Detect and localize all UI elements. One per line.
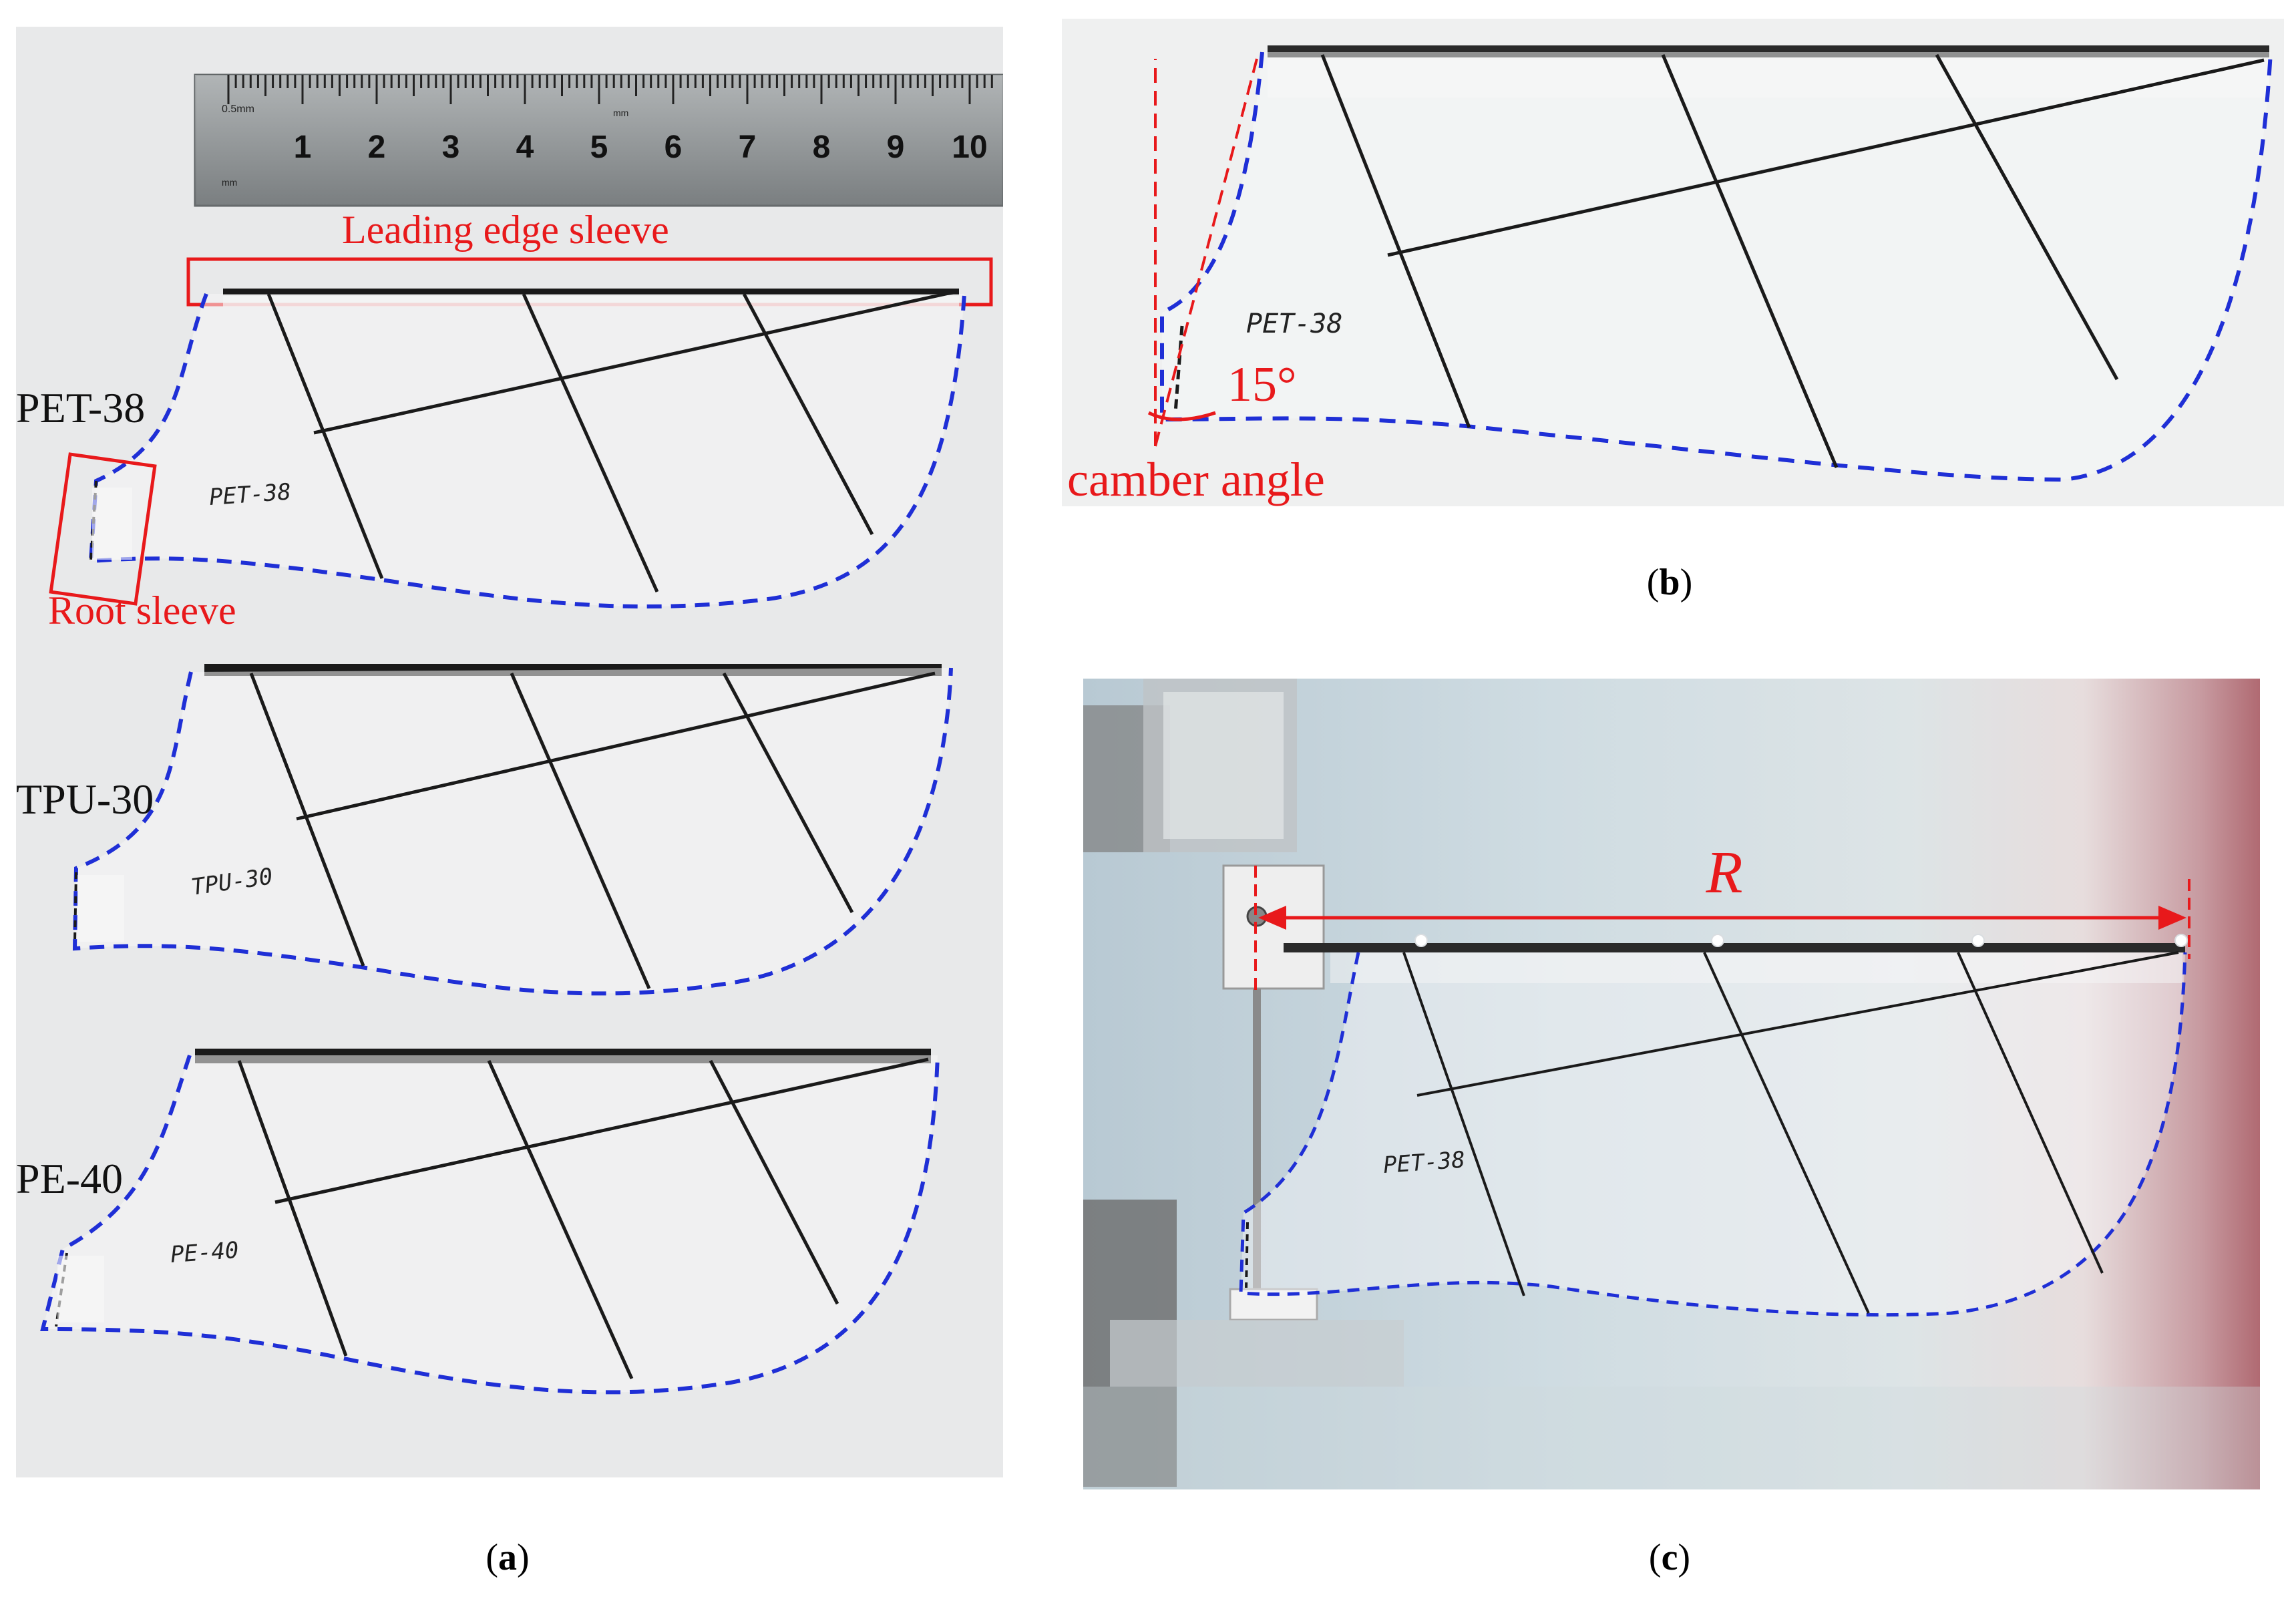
ruler-number: 6	[664, 130, 683, 165]
root-sleeve-label: Root sleeve	[48, 588, 236, 633]
wing-pet-38	[88, 289, 966, 609]
caption-a: (a)	[486, 1537, 530, 1578]
wing-label-pet-38: PET-38	[16, 384, 145, 431]
root-sleeve-box	[49, 452, 157, 606]
ruler-mm-label-2: mm	[222, 177, 237, 188]
caption-c-letter: c	[1661, 1537, 1678, 1578]
ruler-number: 1	[294, 130, 312, 165]
ruler-number: 4	[516, 130, 534, 165]
wing-label-pe-40: PE-40	[16, 1155, 123, 1202]
ruler-mm-label: mm	[613, 108, 628, 118]
panel-a-photo: 0.5mm mm mm 1 2 3 4 5 6 7 8 9 10 Leading edge sle…	[16, 27, 1003, 1477]
caption-b: (b)	[1646, 562, 1693, 603]
wing-pet-38-camber	[1160, 45, 2273, 482]
ruler-number: 3	[442, 130, 460, 165]
ruler-number: 8	[813, 130, 831, 165]
angle-label: 15°	[1227, 357, 1297, 412]
leading-edge-sleeve-label: Leading edge sleeve	[342, 208, 669, 252]
caption-c: (c)	[1648, 1537, 1691, 1578]
radius-arrow	[1254, 866, 2190, 993]
ruler-number: 5	[590, 130, 608, 165]
test-rig	[1083, 679, 2260, 1489]
handwritten-pet-38-b: PET-38	[1246, 309, 1343, 339]
wing-label-tpu-30: TPU-30	[16, 775, 154, 823]
wing-tpu-30	[72, 664, 953, 996]
handwritten-pet-38-c: PET-38	[1382, 1147, 1466, 1179]
panel-a-drawing: 0.5mm mm mm 1 2 3 4 5 6 7 8 9 10 Leading edge sle…	[16, 73, 1003, 1395]
handwritten-pe-40: PE-40	[170, 1237, 240, 1268]
wing-pe-40	[40, 1049, 940, 1395]
caption-a-letter: a	[498, 1537, 517, 1578]
camber-angle-label: camber angle	[1067, 453, 1325, 506]
steel-ruler: 0.5mm mm mm 1 2 3 4 5 6 7 8 9 10	[194, 73, 1003, 207]
handwritten-pet-38: PET-38	[208, 479, 292, 511]
panel-b-drawing: PET-38 15° camber angle	[1067, 45, 2273, 506]
wing-pet-38-mounted	[1239, 934, 2188, 1317]
ruler-number: 2	[368, 130, 386, 165]
panel-b-photo: PET-38 15° camber angle	[1062, 19, 2284, 506]
ruler-number: 9	[887, 130, 905, 165]
ruler-number: 10	[952, 130, 987, 165]
camber-angle-lines	[1147, 58, 1258, 447]
caption-b-letter: b	[1659, 562, 1680, 603]
ruler-number: 7	[739, 130, 757, 165]
panel-c-photo: PET-38 R	[1083, 679, 2260, 1489]
radius-label: R	[1706, 840, 1743, 906]
ruler-small-label: 0.5mm	[222, 104, 254, 115]
panel-c-drawing: PET-38 R	[1083, 679, 2260, 1489]
